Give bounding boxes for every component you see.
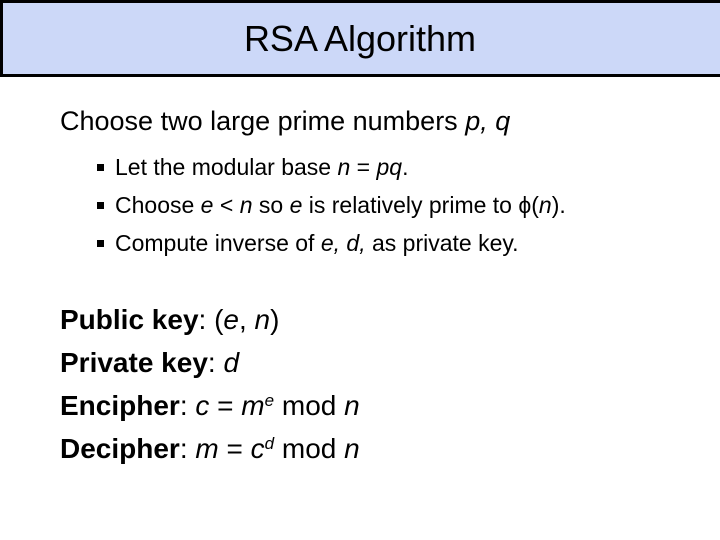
heading-text: Choose two large prime numbers bbox=[60, 106, 466, 136]
def-line-decipher: Decipher: m = cd mod n bbox=[60, 427, 720, 470]
def-label: Encipher bbox=[60, 390, 180, 421]
bullet-var: pq bbox=[376, 154, 403, 180]
bullet-text: Let the modular base bbox=[115, 154, 338, 180]
def-text: ) bbox=[270, 304, 280, 335]
def-text: = bbox=[218, 433, 251, 464]
square-bullet-icon bbox=[97, 164, 104, 171]
def-superscript: e bbox=[264, 391, 275, 410]
def-label: Decipher bbox=[60, 433, 180, 464]
def-text: = bbox=[209, 390, 242, 421]
bullet-var: e bbox=[200, 192, 214, 218]
bullet-text: ). bbox=[551, 192, 566, 218]
bullet-text: so bbox=[252, 192, 290, 218]
def-var: n bbox=[344, 433, 360, 464]
title-bar: RSA Algorithm bbox=[0, 0, 720, 77]
def-line-public-key: Public key: (e, n) bbox=[60, 298, 720, 341]
def-text: mod bbox=[274, 433, 345, 464]
def-var: c bbox=[195, 390, 210, 421]
heading-line: Choose two large prime numbers p, q bbox=[60, 105, 720, 137]
def-var: m bbox=[195, 433, 219, 464]
def-superscript: d bbox=[264, 434, 275, 453]
bullet-text: as private key. bbox=[365, 230, 519, 256]
def-var: d bbox=[223, 347, 240, 378]
def-label: Private key bbox=[60, 347, 208, 378]
bullet-item-modular-base: Let the modular base n = pq. bbox=[97, 148, 720, 186]
bullet-var: n bbox=[239, 192, 253, 218]
def-text: , bbox=[238, 304, 255, 335]
slide-body: Choose two large prime numbers p, q Let … bbox=[0, 77, 720, 470]
bullet-text: Choose bbox=[115, 192, 201, 218]
bullet-var: e bbox=[289, 192, 303, 218]
def-var: m bbox=[241, 390, 265, 421]
bullet-text: < bbox=[213, 192, 240, 218]
def-text: : ( bbox=[198, 304, 224, 335]
def-var: e bbox=[223, 304, 239, 335]
heading-variables: p, q bbox=[465, 106, 511, 136]
bullet-var: n bbox=[538, 192, 552, 218]
bullet-text: = bbox=[350, 154, 377, 180]
def-line-private-key: Private key: d bbox=[60, 341, 720, 384]
def-var: c bbox=[250, 433, 265, 464]
square-bullet-icon bbox=[97, 202, 104, 209]
bullet-item-compute-inverse: Compute inverse of e, d, as private key. bbox=[97, 224, 720, 262]
bullet-list: Let the modular base n = pq. Choose e < … bbox=[0, 148, 720, 262]
bullet-var: e, d, bbox=[320, 230, 366, 256]
def-var: n bbox=[254, 304, 271, 335]
square-bullet-icon bbox=[97, 240, 104, 247]
bullet-item-choose-e: Choose e < n so e is relatively prime to… bbox=[97, 186, 720, 224]
bullet-text: is relatively prime to ϕ( bbox=[302, 192, 539, 218]
bullet-text: Compute inverse of bbox=[115, 230, 321, 256]
bullet-var: n bbox=[337, 154, 351, 180]
def-text: mod bbox=[274, 390, 345, 421]
page-title: RSA Algorithm bbox=[243, 17, 477, 59]
def-label: Public key bbox=[60, 304, 199, 335]
def-text: : bbox=[179, 433, 196, 464]
bullet-text: . bbox=[402, 154, 409, 180]
def-text: : bbox=[207, 347, 224, 378]
def-text: : bbox=[179, 390, 196, 421]
def-line-encipher: Encipher: c = me mod n bbox=[60, 384, 720, 427]
def-var: n bbox=[344, 390, 360, 421]
definitions-block: Public key: (e, n) Private key: d Enciph… bbox=[60, 298, 720, 470]
